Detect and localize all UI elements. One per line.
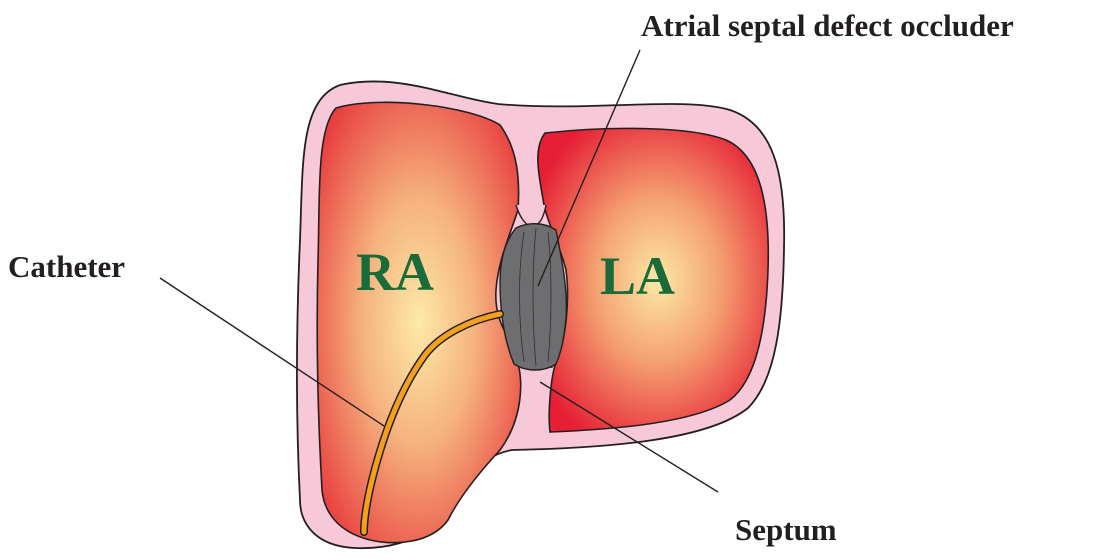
left-atrium-label: LA <box>600 246 675 306</box>
septum-callout-label: Septum <box>735 512 837 547</box>
right-atrium-chamber <box>317 102 520 542</box>
right-atrium-label: RA <box>356 242 434 302</box>
occluder-callout-label: Atrial septal defect occluder <box>641 8 1014 43</box>
catheter-callout-label: Catheter <box>8 249 125 284</box>
